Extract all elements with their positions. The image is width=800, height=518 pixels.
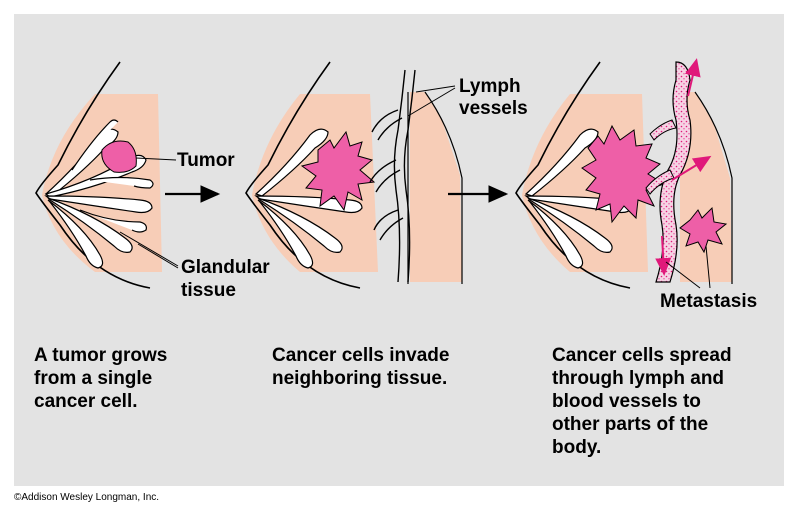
caption-stage2: Cancer cells invade neighboring tissue. [272,344,449,390]
label-lymph: Lymph [459,76,521,97]
caption-stage3: Cancer cells spread through lymph and bl… [552,344,732,459]
label-glandular: Glandular [181,257,270,278]
label-vessels: vessels [459,98,528,119]
label-metastasis: Metastasis [660,291,757,312]
stage2-breast [246,62,462,288]
label-tissue: tissue [181,280,236,301]
label-tumor: Tumor [177,150,235,171]
stage3-breast [516,62,732,288]
lymph-region-fill [410,92,462,282]
stage1-breast [36,62,178,288]
copyright-credit: ©Addison Wesley Longman, Inc. [14,492,159,503]
caption-stage1: A tumor grows from a single cancer cell. [34,344,167,413]
